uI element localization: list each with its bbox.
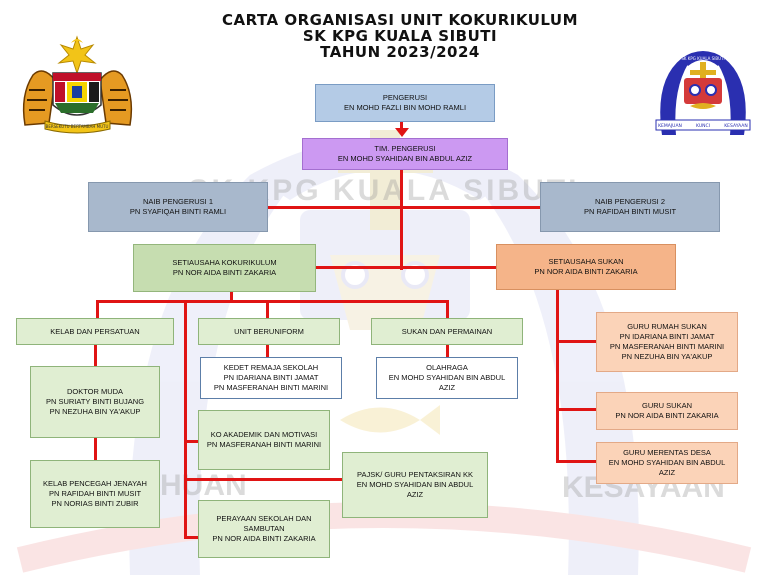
role-label: DOKTOR MUDA bbox=[66, 387, 124, 396]
clubs-societies-box: KELAB DAN PERSATUAN bbox=[16, 318, 174, 345]
role-label: TIM. PENGERUSI bbox=[374, 144, 436, 153]
person-name: PN NORIAS BINTI ZUBIR bbox=[51, 499, 139, 508]
secretary-cocurriculum-box: SETIAUSAHA KOKURIKULUM PN NOR AIDA BINTI… bbox=[133, 244, 316, 292]
title-line-1: CARTA ORGANISASI UNIT KOKURIKULUM bbox=[221, 11, 579, 29]
connector-to-pajsk bbox=[186, 478, 342, 481]
connector-sukan-chain bbox=[446, 345, 449, 359]
person-name: AZIZ bbox=[406, 490, 424, 499]
role-label: GURU MERENTAS DESA bbox=[623, 448, 711, 457]
person-name: PN RAFIDAH BINTI MUSIT bbox=[48, 489, 142, 498]
connector-main-spine bbox=[400, 170, 403, 270]
person-name: EN MOHD SYAHIDAN BIN ABDUL AZIZ bbox=[337, 154, 473, 163]
chart-title: CARTA ORGANISASI UNIT KOKURIKULUM SK KPG… bbox=[150, 12, 650, 60]
person-name: EN MOHD SYAHIDAN BIN ABDUL bbox=[388, 373, 506, 382]
person-name: PN MASFERANAH BINTI MARINI bbox=[213, 383, 329, 392]
person-name: EN MOHD FAZLI BIN MOHD RAMLI bbox=[343, 103, 467, 112]
vice-chairman-2-box: NAIB PENGERUSI 2 PN RAFIDAH BINTI MUSIT bbox=[540, 182, 720, 232]
person-name: PN NOR AIDA BINTI ZAKARIA bbox=[172, 268, 277, 277]
person-name: PN NOR AIDA BINTI ZAKARIA bbox=[212, 534, 316, 543]
connector-chair-arrow bbox=[400, 122, 403, 132]
person-name: PN SYAFIQAH BINTI RAMLI bbox=[129, 207, 227, 216]
person-name: EN MOHD SYAHIDAN BIN ABDUL bbox=[356, 480, 474, 489]
connector-to-guru-sukan bbox=[556, 408, 596, 411]
connector-sports-spine bbox=[556, 290, 559, 462]
role-label: PAJSK/ GURU PENTAKSIRAN KK bbox=[357, 470, 473, 479]
watermark-left-text: HUAN bbox=[160, 469, 247, 502]
role-label: SETIAUSAHA SUKAN bbox=[548, 257, 624, 266]
connector-vice-row bbox=[268, 206, 540, 209]
person-name: PN MASFERANAH BINTI MARINI bbox=[206, 440, 322, 449]
role-label: PENGERUSI bbox=[382, 93, 428, 102]
role-label: GURU RUMAH SUKAN bbox=[627, 322, 707, 331]
person-name: PN NEZUHA BIN YA'AKUP bbox=[621, 352, 713, 361]
role-label: PERAYAAN SEKOLAH DAN bbox=[216, 514, 312, 523]
athletics-box: OLAHRAGA EN MOHD SYAHIDAN BIN ABDUL AZIZ bbox=[376, 357, 518, 399]
deputy-chairman-box: TIM. PENGERUSI EN MOHD SYAHIDAN BIN ABDU… bbox=[302, 138, 508, 170]
academic-motivation-box: KO AKADEMIK DAN MOTIVASI PN MASFERANAH B… bbox=[198, 410, 330, 470]
person-name: PN NEZUHA BIN YA'AKUP bbox=[49, 407, 141, 416]
vice-chairman-1-box: NAIB PENGERUSI 1 PN SYAFIQAH BINTI RAMLI bbox=[88, 182, 268, 232]
school-celebrations-box: PERAYAAN SEKOLAH DAN SAMBUTAN PN NOR AID… bbox=[198, 500, 330, 558]
person-name: PN RAFIDAH BINTI MUSIT bbox=[583, 207, 677, 216]
person-name: PN IDARIANA BINTI JAMAT bbox=[619, 332, 715, 341]
pajsk-assessment-box: PAJSK/ GURU PENTAKSIRAN KK EN MOHD SYAHI… bbox=[342, 452, 488, 518]
person-name: PN SURIATY BINTI BUJANG bbox=[45, 397, 145, 406]
connector-koko-down bbox=[230, 292, 233, 302]
doktor-muda-box: DOKTOR MUDA PN SURIATY BINTI BUJANG PN N… bbox=[30, 366, 160, 438]
connector-uniform-down bbox=[266, 300, 269, 318]
connector-to-perayaan bbox=[184, 536, 200, 539]
role-label-continued: SAMBUTAN bbox=[243, 524, 285, 533]
coat-of-arms-logo: BERSEKUTU BERTAMBAH MUTU bbox=[22, 35, 133, 134]
connector-sukan-down bbox=[446, 300, 449, 318]
role-label: SUKAN DAN PERMAINAN bbox=[401, 326, 493, 336]
connector-units-row bbox=[96, 300, 448, 303]
role-label: UNIT BERUNIFORM bbox=[234, 326, 304, 336]
connector-kelab-down bbox=[96, 300, 99, 318]
connector-secretary-row bbox=[316, 266, 496, 269]
connector-to-rumah-sukan bbox=[556, 340, 596, 343]
badge-right-word: KESAYAAN bbox=[724, 123, 748, 129]
arrow-down-icon bbox=[395, 128, 409, 137]
cadet-box: KEDET REMAJA SEKOLAH PN IDARIANA BINTI J… bbox=[200, 357, 342, 399]
chairman-box: PENGERUSI EN MOHD FAZLI BIN MOHD RAMLI bbox=[315, 84, 495, 122]
badge-top-text: SK KPG KUALA SIBUTI bbox=[681, 56, 724, 61]
person-name: AZIZ bbox=[658, 468, 676, 477]
secretary-sports-box: SETIAUSAHA SUKAN PN NOR AIDA BINTI ZAKAR… bbox=[496, 244, 676, 290]
role-label: KELAB PENCEGAH JENAYAH bbox=[43, 479, 147, 488]
role-label: GURU SUKAN bbox=[641, 401, 692, 410]
person-name: PN MASFERANAH BINTI MARINI bbox=[609, 342, 725, 351]
role-label: KEDET REMAJA SEKOLAH bbox=[223, 363, 319, 372]
sports-house-teacher-box: GURU RUMAH SUKAN PN IDARIANA BINTI JAMAT… bbox=[596, 312, 738, 372]
person-name: PN NOR AIDA BINTI ZAKARIA bbox=[534, 267, 638, 276]
connector-left-spine bbox=[184, 300, 187, 538]
title-line-2: SK KPG KUALA SIBUTI bbox=[302, 27, 498, 45]
person-name: PN IDARIANA BINTI JAMAT bbox=[223, 373, 319, 382]
connector-uniform-chain bbox=[266, 345, 269, 359]
connector-to-ko-akademik bbox=[184, 440, 200, 443]
person-name: PN NOR AIDA BINTI ZAKARIA bbox=[615, 411, 719, 420]
uniformed-unit-box: UNIT BERUNIFORM bbox=[198, 318, 340, 345]
role-label: SETIAUSAHA KOKURIKULUM bbox=[172, 258, 277, 267]
crest-motto: BERSEKUTU BERTAMBAH MUTU bbox=[46, 124, 109, 129]
badge-center-word: KUNCI bbox=[696, 123, 710, 129]
cross-country-teacher-box: GURU MERENTAS DESA EN MOHD SYAHIDAN BIN … bbox=[596, 442, 738, 484]
connector-to-merentas bbox=[556, 460, 596, 463]
crime-prevention-club-box: KELAB PENCEGAH JENAYAH PN RAFIDAH BINTI … bbox=[30, 460, 160, 528]
role-label: KO AKADEMIK DAN MOTIVASI bbox=[210, 430, 318, 439]
sports-teacher-box: GURU SUKAN PN NOR AIDA BINTI ZAKARIA bbox=[596, 392, 738, 430]
school-badge-logo: SK KPG KUALA SIBUTI KEMAJUAN KUNCI KESAY… bbox=[655, 51, 751, 135]
role-label: NAIB PENGERUSI 1 bbox=[142, 197, 214, 206]
role-label: NAIB PENGERUSI 2 bbox=[594, 197, 666, 206]
person-name: AZIZ bbox=[438, 383, 456, 392]
sports-games-box: SUKAN DAN PERMAINAN bbox=[371, 318, 523, 345]
role-label: OLAHRAGA bbox=[426, 363, 468, 372]
role-label: KELAB DAN PERSATUAN bbox=[50, 326, 140, 336]
badge-left-word: KEMAJUAN bbox=[658, 123, 682, 129]
person-name: EN MOHD SYAHIDAN BIN ABDUL bbox=[608, 458, 726, 467]
title-line-3: TAHUN 2023/2024 bbox=[320, 43, 480, 61]
